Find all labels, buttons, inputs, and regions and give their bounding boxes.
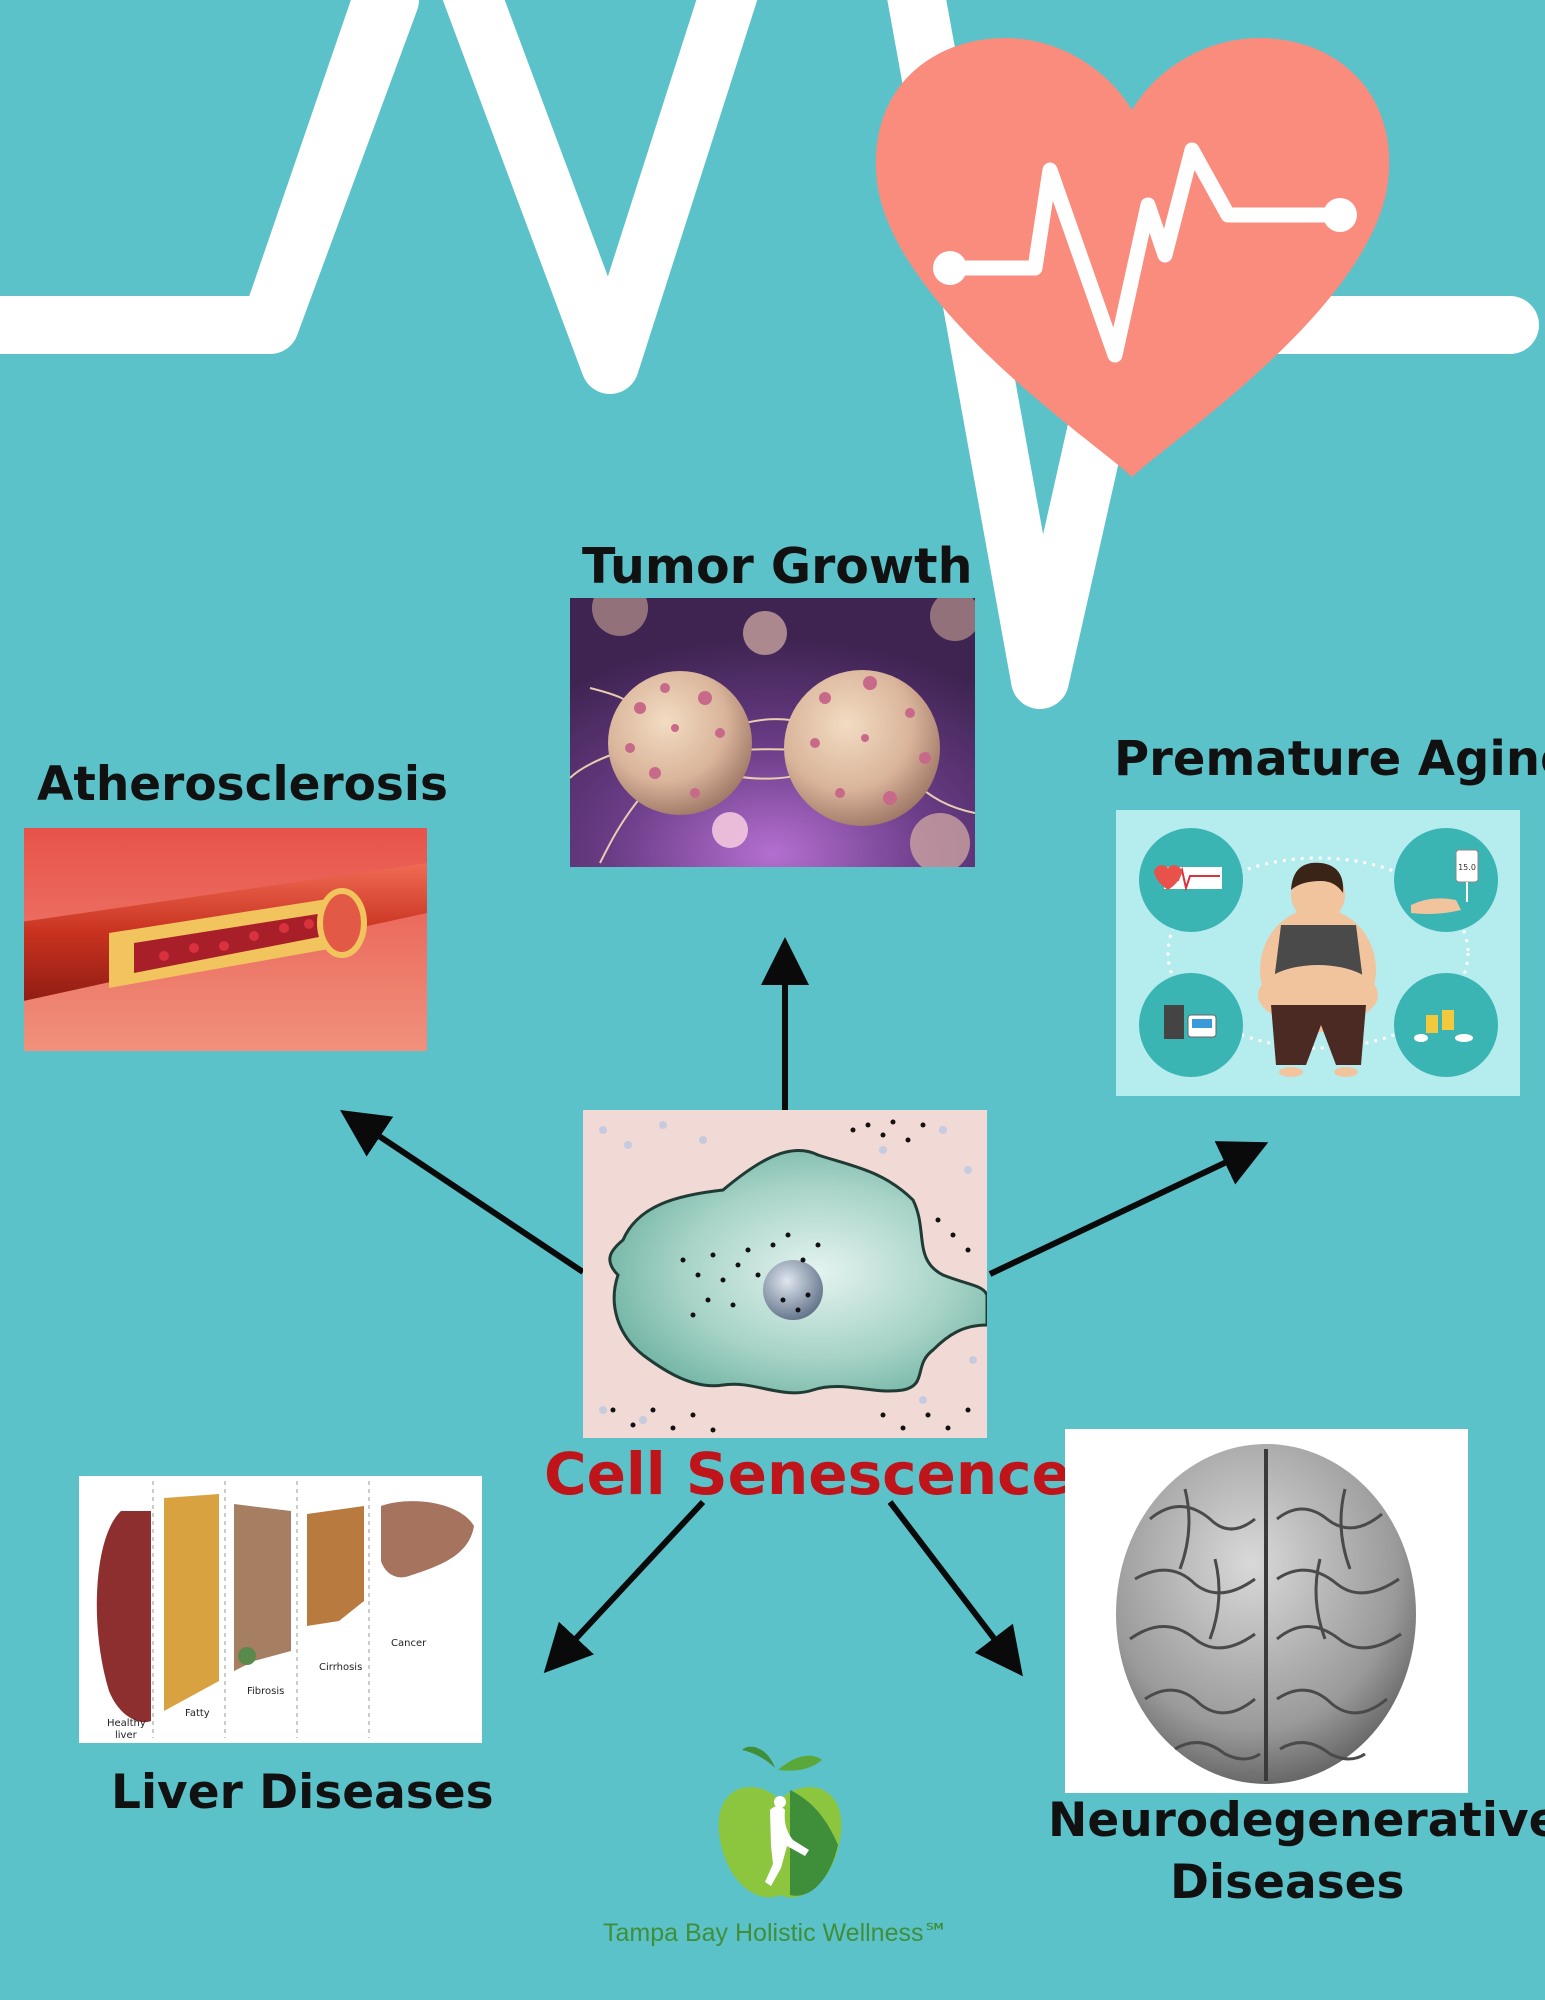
brand-name: Tampa Bay Holistic Wellness℠ — [603, 1919, 949, 1947]
artery-image — [24, 828, 427, 1051]
svg-text:15.0: 15.0 — [1458, 863, 1476, 872]
arrow-to-aging — [988, 1141, 1269, 1277]
tumor-growth-label: Tumor Growth — [582, 538, 973, 595]
brain-image — [1065, 1429, 1468, 1793]
cell-senescence-title: Cell Senescence — [544, 1440, 1071, 1508]
neurodegenerative-label-line2: Diseases — [1170, 1855, 1405, 1910]
atherosclerosis-label: Atherosclerosis — [37, 757, 448, 812]
premature-aging-label: Premature Aging — [1114, 731, 1545, 787]
arrow-to-neuro — [887, 1500, 1023, 1677]
svg-text:Fatty: Fatty — [185, 1708, 210, 1719]
liver-diseases-label: Liver Diseases — [111, 1765, 494, 1820]
svg-text:liver: liver — [115, 1730, 138, 1741]
neurodegenerative-label-line1: Neurodegenerative — [1048, 1793, 1545, 1848]
arrow-to-atherosclerosis — [340, 1110, 585, 1275]
arrow-to-liver — [543, 1499, 706, 1674]
tumor-cells-image — [570, 598, 975, 867]
aging-image: 15.0 — [1116, 810, 1520, 1096]
svg-text:Fibrosis: Fibrosis — [247, 1686, 284, 1697]
senescent-cell-image — [583, 1110, 987, 1438]
svg-text:Healthy: Healthy — [107, 1718, 146, 1729]
svg-text:Cancer: Cancer — [391, 1638, 427, 1649]
svg-text:Cirrhosis: Cirrhosis — [319, 1662, 362, 1673]
liver-stages-image: Healthy liver Fatty Fibrosis Cirrhosis C… — [79, 1476, 482, 1743]
